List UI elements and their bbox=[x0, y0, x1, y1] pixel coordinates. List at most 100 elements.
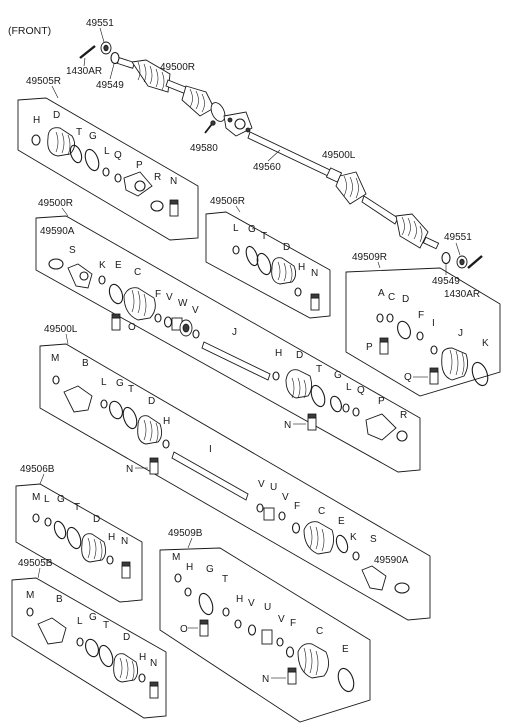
panel-49500r bbox=[35, 215, 421, 473]
letter-r506-n: N bbox=[311, 268, 318, 279]
letter-r500-k: K bbox=[99, 260, 106, 271]
letter-r509-p: P bbox=[366, 342, 373, 353]
letter-l500-t: T bbox=[128, 384, 134, 395]
callout-49551-top: 49551 bbox=[86, 18, 114, 29]
letter-r500-v1: V bbox=[166, 292, 173, 303]
split-pin-top bbox=[79, 45, 96, 59]
panel-49505b bbox=[11, 577, 167, 719]
letter-l500-n: N bbox=[126, 464, 133, 475]
letter-b505-m: M bbox=[26, 590, 34, 601]
letter-r505-p: P bbox=[136, 160, 143, 171]
callout-49500r-panel: 49500R bbox=[38, 198, 73, 209]
callout-49509b: 49509B bbox=[168, 528, 203, 539]
callout-49549-top: 49549 bbox=[96, 80, 124, 91]
letter-r506-g: G bbox=[248, 224, 256, 235]
outer-cv-joint-left bbox=[395, 213, 440, 250]
letter-b509-u: U bbox=[264, 602, 271, 613]
parts-49500l bbox=[52, 375, 410, 594]
letter-r500-n: N bbox=[284, 420, 291, 431]
letter-b505-d: D bbox=[123, 632, 130, 643]
letter-r500-l: L bbox=[346, 382, 352, 393]
letter-r505-n: N bbox=[170, 176, 177, 187]
bracket-bolt bbox=[204, 120, 216, 134]
callout-49500l-top: 49500L bbox=[322, 150, 356, 161]
callout-49551-right: 49551 bbox=[444, 232, 472, 243]
letter-b505-g: G bbox=[89, 612, 97, 623]
split-pin-right bbox=[467, 255, 483, 269]
letter-b505-l: L bbox=[77, 616, 83, 627]
panel-49500l bbox=[39, 343, 431, 621]
main-drive-shaft-assembly: 49551 1430AR 49549 49500R 49580 49560 49… bbox=[66, 18, 483, 300]
letter-r509-k: K bbox=[482, 338, 489, 349]
parts-49506r bbox=[232, 245, 320, 311]
parts-49509r bbox=[376, 313, 489, 387]
letter-b506-l: L bbox=[44, 494, 50, 505]
letter-r505-h: H bbox=[33, 115, 40, 126]
letter-b506-m: M bbox=[32, 492, 40, 503]
hub-nut-top bbox=[100, 41, 112, 55]
letter-r509-q: Q bbox=[404, 372, 412, 383]
letter-r500-g: G bbox=[334, 370, 342, 381]
letter-l500-s: S bbox=[370, 534, 377, 545]
letter-l500-g: G bbox=[116, 378, 124, 389]
callout-49500r-top: 49500R bbox=[160, 62, 195, 73]
letter-l500-v2: V bbox=[282, 492, 289, 503]
letter-b505-h: H bbox=[139, 652, 146, 663]
letter-r505-t: T bbox=[76, 127, 82, 138]
letter-r500-v2: V bbox=[192, 305, 199, 316]
letter-r500-r: R bbox=[400, 410, 407, 421]
letter-r500-c: C bbox=[134, 267, 141, 278]
callout-49549-right: 49549 bbox=[432, 276, 460, 287]
callout-49590a-top: 49590A bbox=[40, 226, 75, 237]
letter-b509-o: O bbox=[180, 624, 188, 635]
letter-l500-m: M bbox=[51, 353, 59, 364]
letter-r500-o: O bbox=[128, 322, 136, 333]
letter-l500-u: U bbox=[270, 482, 277, 493]
center-bearing-bracket bbox=[223, 111, 253, 137]
panel-49509b bbox=[159, 547, 371, 723]
callout-49560: 49560 bbox=[253, 162, 281, 173]
letter-b509-h1: H bbox=[186, 562, 193, 573]
letter-l500-e: E bbox=[338, 516, 345, 527]
letter-l500-k: K bbox=[350, 532, 357, 543]
letter-l500-v1: V bbox=[258, 479, 265, 490]
letter-r500-j: J bbox=[232, 327, 237, 338]
hub-nut-right bbox=[456, 255, 468, 269]
letter-b509-h2: H bbox=[236, 594, 243, 605]
letter-r506-l: L bbox=[233, 223, 239, 234]
letter-b509-e: E bbox=[342, 644, 349, 655]
letter-r505-l: L bbox=[104, 146, 110, 157]
washer-right bbox=[441, 251, 451, 265]
letter-b509-n: N bbox=[262, 674, 269, 685]
letter-b506-n: N bbox=[121, 536, 128, 547]
callout-49505r: 49505R bbox=[26, 76, 61, 87]
letter-r500-s: S bbox=[69, 245, 76, 256]
letter-b505-n: N bbox=[150, 658, 157, 669]
letter-b509-v1: V bbox=[248, 598, 255, 609]
letter-r509-j: J bbox=[458, 328, 463, 339]
letter-b509-t: T bbox=[222, 574, 228, 585]
panel-49506r bbox=[205, 211, 331, 319]
letter-r500-d: D bbox=[296, 350, 303, 361]
letter-b505-t: T bbox=[103, 620, 109, 631]
callout-49590a-bottom: 49590A bbox=[374, 555, 409, 566]
callout-1430ar-top: 1430AR bbox=[66, 66, 102, 77]
left-shaft bbox=[361, 195, 399, 225]
letter-r506-h: H bbox=[298, 262, 305, 273]
letter-b509-v2: V bbox=[278, 614, 285, 625]
letter-r505-q: Q bbox=[114, 150, 122, 161]
letter-r500-f: F bbox=[155, 289, 161, 300]
letter-b509-g: G bbox=[206, 564, 214, 575]
letter-l500-d: D bbox=[148, 396, 155, 407]
callout-49500l-panel: 49500L bbox=[44, 324, 78, 335]
letter-r505-g: G bbox=[89, 131, 97, 142]
inner-boot-right bbox=[181, 85, 226, 122]
letter-r509-f: F bbox=[418, 310, 424, 321]
letter-l500-b: B bbox=[82, 358, 89, 369]
letter-b506-h: H bbox=[108, 532, 115, 543]
panel-49509r bbox=[345, 267, 501, 397]
outer-cv-joint-right bbox=[116, 57, 171, 93]
inner-boot-left bbox=[325, 167, 367, 205]
callout-49505b: 49505B bbox=[18, 558, 53, 569]
parts-49506b bbox=[32, 513, 131, 579]
